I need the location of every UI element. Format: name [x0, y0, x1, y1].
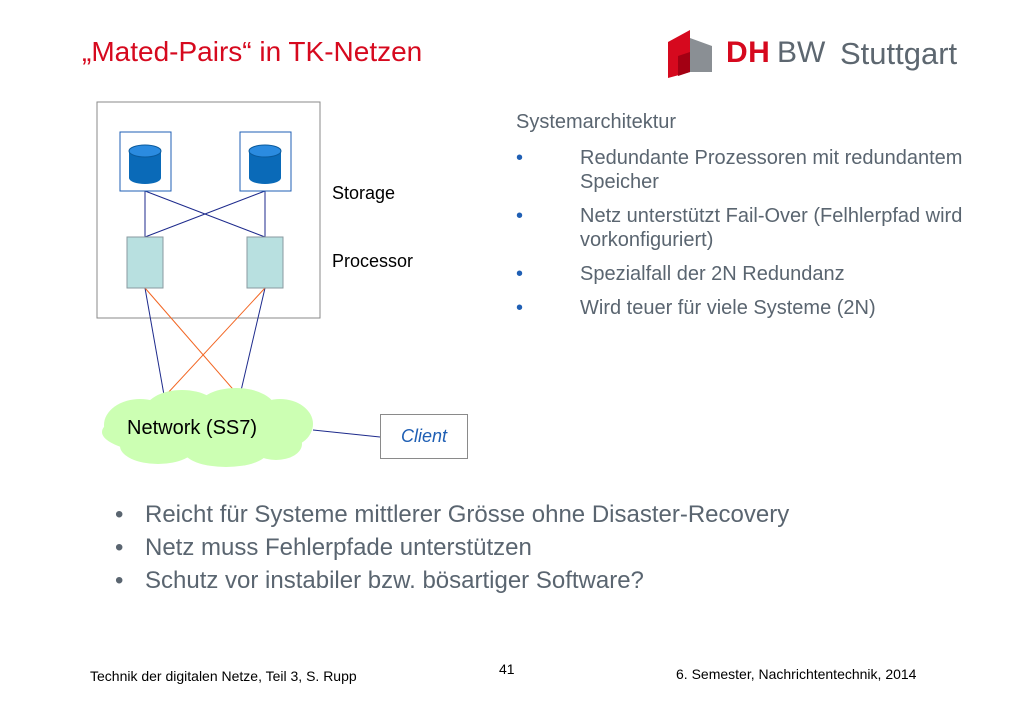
bullet-icon: •	[516, 147, 524, 169]
client-box: Client	[380, 414, 468, 459]
architecture-item-text: Spezialfall der 2N Redundanz	[580, 263, 845, 285]
architecture-item: • Redundante Prozessoren mit redundantem…	[516, 146, 986, 194]
link-storage-right-to-processor-left	[144, 190, 266, 238]
architecture-item: • Wird teuer für viele Systeme (2N)	[516, 296, 986, 320]
bullet-icon: •	[516, 297, 524, 319]
crosslink-processor-right-to-network	[165, 287, 266, 396]
network-cloud	[102, 388, 313, 467]
bullet-icon: •	[115, 501, 124, 528]
summary-item-text: Netz muss Fehlerpfade unterstützen	[145, 534, 532, 561]
storage-label: Storage	[332, 183, 396, 203]
bullet-icon: •	[516, 263, 524, 285]
logo-text-city: Stuttgart	[840, 36, 958, 71]
processor-network-links	[144, 287, 266, 396]
storage-processor-links	[144, 190, 266, 238]
architecture-item-text: Redundante Prozessoren mit redundantem S…	[580, 147, 963, 193]
processor-left	[126, 236, 164, 289]
bullet-icon: •	[115, 567, 124, 594]
processor-label: Processor	[332, 251, 414, 271]
processor-right	[246, 236, 284, 289]
footer-course: Technik der digitalen Netze, Teil 3, S. …	[90, 668, 357, 684]
summary-item-text: Schutz vor instabiler bzw. bösartiger So…	[145, 567, 644, 594]
link-network-to-client	[312, 429, 381, 438]
bullet-icon: •	[516, 205, 524, 227]
link-processor-right-to-network	[239, 287, 266, 396]
summary-item: • Reicht für Systeme mittlerer Grösse oh…	[115, 498, 789, 531]
bullet-icon: •	[115, 534, 124, 561]
logo-text-bw: BW	[777, 36, 826, 69]
footer-page-number: 41	[499, 661, 515, 677]
footer-semester: 6. Semester, Nachrichtentechnik, 2014	[676, 666, 917, 682]
crosslink-processor-left-to-network	[144, 287, 239, 396]
summary-points: • Reicht für Systeme mittlerer Grösse oh…	[115, 498, 789, 597]
architecture-heading: Systemarchitektur	[516, 111, 677, 133]
storage-left	[119, 131, 172, 192]
logo-text-dh: DH	[726, 36, 771, 69]
architecture-section: Systemarchitektur • Redundante Prozessor…	[516, 110, 986, 330]
summary-item-text: Reicht für Systeme mittlerer Grösse ohne…	[145, 501, 790, 528]
architecture-item: • Spezialfall der 2N Redundanz	[516, 262, 986, 286]
architecture-item-text: Wird teuer für viele Systeme (2N)	[580, 297, 876, 319]
client-label: Client	[400, 426, 448, 446]
network-label: Network (SS7)	[127, 417, 258, 439]
link-processor-left-to-network	[144, 287, 165, 396]
architecture-item-text: Netz unterstützt Fail-Over (Felhlerpfad …	[580, 205, 963, 251]
storage-right	[239, 131, 292, 192]
dhbw-logo: DH BW Stuttgart	[660, 28, 980, 80]
dhbw-logo-mark	[668, 30, 712, 78]
summary-item: • Netz muss Fehlerpfade unterstützen	[115, 531, 789, 564]
slide-title: „Mated-Pairs“ in TK-Netzen	[82, 36, 423, 67]
summary-item: • Schutz vor instabiler bzw. bösartiger …	[115, 564, 789, 597]
architecture-item: • Netz unterstützt Fail-Over (Felhlerpfa…	[516, 204, 986, 252]
